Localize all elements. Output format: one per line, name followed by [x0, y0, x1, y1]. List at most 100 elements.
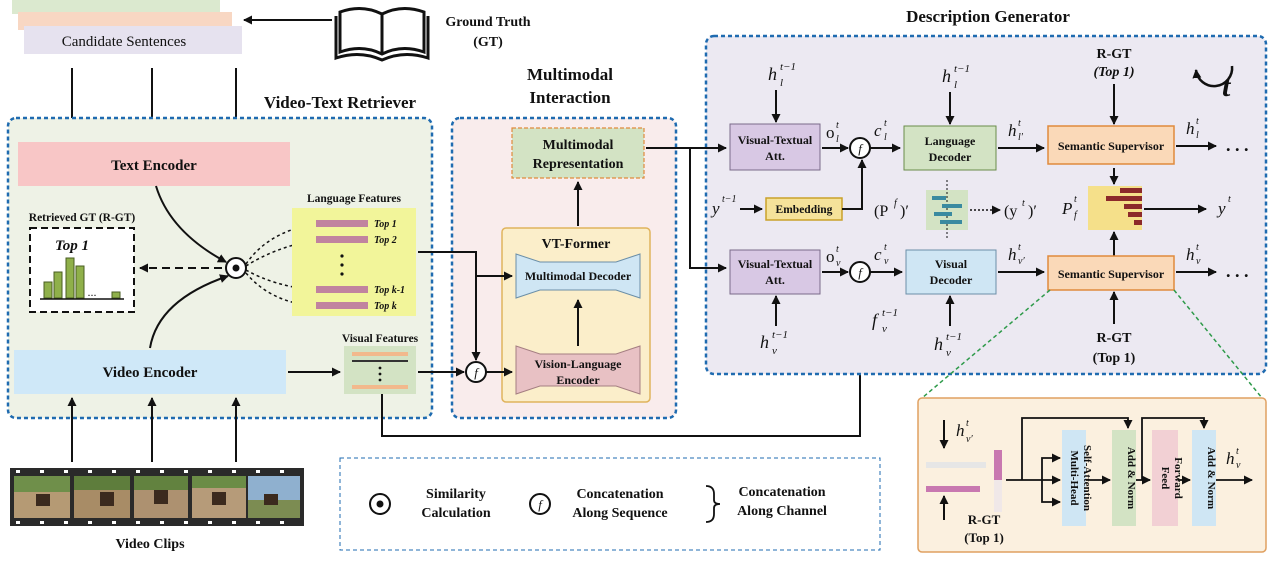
legend-similarity-2: Calculation [421, 506, 490, 521]
lang-item-top2: Top 2 [374, 235, 397, 246]
ground-truth-abbrev: (GT) [473, 35, 503, 50]
vt-att-top-label-1: Visual-Textual [738, 133, 813, 147]
semantic-supervisor-bottom-label: Semantic Supervisor [1058, 267, 1165, 281]
legend-concat-ch-2: Along Channel [737, 504, 827, 519]
svg-text:c: c [874, 245, 882, 264]
candidate-sentences-label: Candidate Sentences [62, 34, 187, 50]
svg-text:t: t [1196, 242, 1199, 253]
lang-item-topk: Top k [374, 301, 397, 312]
vt-att-top-label-2: Att. [765, 149, 785, 163]
svg-text:t: t [1022, 198, 1025, 209]
svg-text:t−1: t−1 [946, 331, 962, 343]
vt-former-label: VT-Former [542, 237, 611, 252]
visual-features-label: Visual Features [342, 333, 419, 345]
ground-truth-label: Ground Truth [445, 15, 530, 30]
legend-concat-ch-1: Concatenation [738, 485, 825, 500]
visual-decoder-label-2: Decoder [930, 273, 973, 287]
mm-rep-label-1: Multimodal [543, 138, 614, 153]
svg-text:f: f [858, 265, 864, 280]
legend-concat-seq-2: Along Sequence [572, 506, 667, 521]
retrieved-gt-top1: Top 1 [55, 238, 89, 254]
vt-att-top-box [729, 123, 821, 171]
vl-encoder-label-1: Vision-Language [535, 357, 623, 371]
h-l-prev-label-2: h [942, 66, 951, 86]
language-features-label: Language Features [307, 193, 402, 205]
add-norm-2-label: Add & Norm [1205, 447, 1217, 509]
video-clips-strip [10, 468, 304, 526]
svg-text:t: t [1228, 194, 1231, 205]
lang-item-top1: Top 1 [374, 219, 397, 230]
video-clips-label: Video Clips [115, 537, 185, 552]
retrieved-gt-bars [43, 257, 121, 299]
svg-text:v′: v′ [966, 434, 973, 445]
semantic-supervisor-detail-panel [917, 397, 1267, 553]
svg-text:t: t [1018, 242, 1021, 253]
rgt-bottom-label: R-GT [1097, 331, 1133, 346]
multimodal-decoder-box [515, 253, 641, 299]
language-decoder-box [903, 125, 997, 171]
svg-text:f: f [894, 198, 898, 209]
svg-text:f: f [872, 310, 880, 330]
svg-text:h: h [1226, 449, 1235, 468]
ellipsis-top: . . . [1226, 135, 1249, 155]
mhsa-label-2: Self-Attention [1081, 445, 1093, 511]
c-l-label: c [874, 121, 882, 140]
semantic-supervisor-top-box [1047, 125, 1175, 165]
generator-title: Description Generator [906, 7, 1070, 26]
o-l-label: o [826, 123, 835, 142]
add-norm-1-box [1112, 430, 1136, 526]
mm-rep-label-2: Representation [533, 157, 624, 172]
ff-label-2: Forward [1172, 457, 1184, 499]
ff-label-1: Feed [1159, 467, 1171, 490]
legend-concat-seq-1: Concatenation [576, 487, 663, 502]
time-step-t: t [1222, 70, 1232, 103]
rgt-top-top1: (Top 1) [1093, 65, 1134, 80]
loop-icon [1192, 65, 1234, 88]
svg-text:l: l [780, 77, 783, 89]
svg-text:v′: v′ [1018, 256, 1025, 267]
svg-text:l: l [836, 134, 839, 145]
svg-text:y: y [1216, 199, 1226, 218]
svg-text:h: h [760, 332, 769, 352]
vt-att-bottom-box [729, 249, 821, 295]
language-decoder-label-2: Decoder [929, 150, 972, 164]
language-feature-bars [316, 220, 368, 309]
svg-text:h: h [1186, 119, 1195, 138]
interaction-title-2: Interaction [529, 88, 611, 107]
mhsa-box [1062, 430, 1086, 526]
legend-similarity-1: Similarity [426, 487, 486, 502]
legend-concat-seq-icon [529, 493, 551, 515]
svg-text:t−1: t−1 [882, 307, 898, 319]
visual-decoder-label-1: Visual [935, 257, 968, 271]
svg-text:v: v [882, 323, 887, 335]
retrieved-gt-dots: ... [88, 285, 97, 299]
svg-text:t: t [884, 242, 887, 253]
svg-text:h: h [1186, 245, 1195, 264]
vt-att-bottom-label-1: Visual-Textual [738, 257, 813, 271]
svg-text:v: v [1236, 460, 1241, 471]
multimodal-representation-box [511, 127, 645, 179]
svg-text:f: f [538, 497, 544, 512]
svg-text:f: f [474, 365, 480, 380]
svg-text:)′: )′ [1028, 203, 1037, 220]
svg-text:t: t [884, 118, 887, 129]
video-encoder-box [14, 350, 286, 394]
detail-rgt-label: R-GT [968, 512, 1001, 527]
mm-decoder-label: Multimodal Decoder [525, 269, 632, 283]
svg-text:h: h [956, 421, 965, 440]
svg-text:t: t [1018, 118, 1021, 129]
svg-text:t: t [836, 120, 839, 131]
svg-text:t: t [1196, 116, 1199, 127]
svg-text:h: h [934, 334, 943, 354]
svg-text:f: f [1074, 210, 1078, 221]
add-norm-1-label: Add & Norm [1125, 447, 1137, 509]
svg-text:v: v [946, 347, 951, 359]
svg-text:l′: l′ [1018, 132, 1024, 143]
svg-text:t−1: t−1 [954, 63, 970, 75]
svg-text:)′: )′ [900, 203, 909, 220]
language-decoder-label-1: Language [925, 134, 976, 148]
feed-forward-box [1152, 430, 1178, 526]
add-norm-2-box [1192, 430, 1216, 526]
visual-decoder-box [905, 249, 997, 295]
